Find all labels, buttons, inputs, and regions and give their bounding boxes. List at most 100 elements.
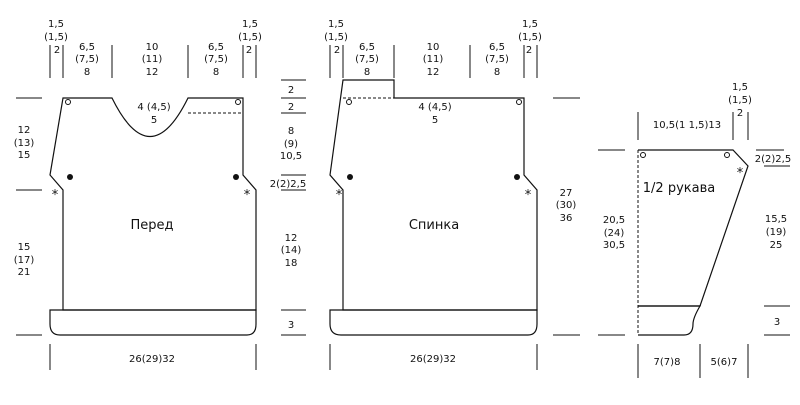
front-label: Перед bbox=[130, 218, 173, 233]
svg-text:36: 36 bbox=[560, 213, 573, 224]
back-neck-marker-right bbox=[516, 99, 522, 105]
svg-text:(7,5): (7,5) bbox=[485, 54, 509, 65]
front-top-dim-2: 6,5 (7,5) 8 bbox=[75, 42, 99, 78]
svg-text:12: 12 bbox=[18, 125, 31, 136]
middle-dim-rib: 3 bbox=[288, 320, 294, 331]
back-piece: * * Спинка 4 (4,5) 5 1,5 (1,5) 2 6,5 (7,… bbox=[324, 19, 580, 370]
svg-text:(11): (11) bbox=[142, 54, 163, 65]
front-neck-depth-2: 5 bbox=[151, 115, 157, 126]
back-top-dim-4: 6,5 (7,5) 8 bbox=[485, 42, 509, 78]
back-top-dim-ticks bbox=[329, 45, 538, 78]
svg-text:18: 18 bbox=[285, 258, 298, 269]
svg-text:10: 10 bbox=[427, 42, 440, 53]
svg-text:10,5: 10,5 bbox=[280, 151, 302, 162]
svg-text:(1,5): (1,5) bbox=[324, 32, 348, 43]
svg-text:15: 15 bbox=[18, 242, 31, 253]
front-armhole-dot-left bbox=[67, 174, 73, 180]
svg-text:15,5: 15,5 bbox=[765, 214, 787, 225]
front-star-left: * bbox=[52, 188, 59, 203]
svg-text:1,5: 1,5 bbox=[522, 19, 538, 30]
front-left-dim-ticks bbox=[16, 97, 42, 336]
svg-text:2: 2 bbox=[334, 45, 340, 56]
sleeve-right-height: 15,5 (19) 25 bbox=[765, 214, 787, 251]
svg-text:25: 25 bbox=[770, 240, 783, 251]
back-neck-marker-left bbox=[346, 99, 352, 105]
svg-text:(1,5): (1,5) bbox=[44, 32, 68, 43]
front-rib bbox=[49, 309, 257, 336]
svg-text:1,5: 1,5 bbox=[732, 82, 748, 93]
sleeve-bottom-ticks bbox=[637, 344, 749, 378]
svg-text:8: 8 bbox=[288, 126, 294, 137]
svg-text:(1,5): (1,5) bbox=[518, 32, 542, 43]
back-right-ticks bbox=[553, 97, 580, 336]
sleeve-top-small: 1,5 (1,5) 2 bbox=[728, 82, 752, 119]
svg-text:30,5: 30,5 bbox=[603, 240, 625, 251]
svg-text:27: 27 bbox=[560, 188, 573, 199]
middle-dim-top2: 2 bbox=[288, 102, 294, 113]
middle-dimensions: 2 2 8 (9) 10,5 2(2)2,5 12 (14) 18 3 bbox=[270, 79, 306, 336]
back-neck-depth-2: 5 bbox=[432, 115, 438, 126]
svg-text:2: 2 bbox=[737, 108, 743, 119]
sleeve-top-ticks bbox=[637, 112, 749, 140]
sleeve-left-height: 20,5 (24) 30,5 bbox=[603, 215, 625, 251]
back-neck-depth-1: 4 (4,5) bbox=[418, 102, 451, 113]
sleeve-top-shaping: 2(2)2,5 bbox=[755, 154, 791, 165]
back-star-right: * bbox=[525, 188, 532, 203]
front-neck-depth-1: 4 (4,5) bbox=[137, 102, 170, 113]
svg-text:(14): (14) bbox=[281, 245, 302, 256]
middle-dim-top1: 2 bbox=[288, 85, 294, 96]
svg-text:10: 10 bbox=[146, 42, 159, 53]
svg-text:(7,5): (7,5) bbox=[355, 54, 379, 65]
front-top-dim-1: 1,5 (1,5) 2 bbox=[44, 19, 68, 56]
svg-text:20,5: 20,5 bbox=[603, 215, 625, 226]
front-armhole-dot-right bbox=[233, 174, 239, 180]
svg-text:(7,5): (7,5) bbox=[75, 54, 99, 65]
svg-text:(24): (24) bbox=[604, 228, 625, 239]
back-top-dim-3: 10 (11) 12 bbox=[423, 42, 444, 78]
svg-text:21: 21 bbox=[18, 267, 31, 278]
svg-text:8: 8 bbox=[364, 67, 370, 78]
sleeve-outline bbox=[638, 149, 749, 307]
svg-text:(30): (30) bbox=[556, 200, 577, 211]
front-top-dim-3: 10 (11) 12 bbox=[142, 42, 163, 78]
front-neck-marker-right bbox=[235, 99, 241, 105]
svg-text:1,5: 1,5 bbox=[242, 19, 258, 30]
back-outline bbox=[329, 79, 538, 311]
front-top-dim-4: 6,5 (7,5) 8 bbox=[204, 42, 228, 78]
back-rib bbox=[329, 309, 538, 336]
svg-text:8: 8 bbox=[213, 67, 219, 78]
svg-text:6,5: 6,5 bbox=[79, 42, 95, 53]
front-top-dim-ticks bbox=[49, 45, 257, 78]
svg-text:(11): (11) bbox=[423, 54, 444, 65]
svg-text:12: 12 bbox=[285, 233, 298, 244]
front-star-right: * bbox=[244, 188, 251, 203]
svg-text:(19): (19) bbox=[766, 227, 787, 238]
svg-text:(9): (9) bbox=[284, 139, 298, 150]
front-left-dim-upper: 12 (13) 15 bbox=[14, 125, 35, 161]
middle-dim-armhole-shaping: 2(2)2,5 bbox=[270, 179, 306, 190]
sleeve-bottom-left: 7(7)8 bbox=[654, 357, 681, 368]
svg-text:6,5: 6,5 bbox=[489, 42, 505, 53]
front-width: 26(29)32 bbox=[129, 354, 175, 365]
sleeve-rib bbox=[638, 305, 702, 336]
svg-text:1,5: 1,5 bbox=[48, 19, 64, 30]
sleeve-top-width: 10,5(1 1,5)13 bbox=[653, 120, 721, 131]
svg-text:2: 2 bbox=[54, 45, 60, 56]
back-width: 26(29)32 bbox=[410, 354, 456, 365]
svg-text:8: 8 bbox=[84, 67, 90, 78]
front-piece: * * Перед 4 (4,5) 5 1,5 (1,5) 2 6,5 (7,5… bbox=[14, 19, 262, 370]
svg-text:6,5: 6,5 bbox=[208, 42, 224, 53]
svg-text:(1,5): (1,5) bbox=[238, 32, 262, 43]
back-top-dim-5: 1,5 (1,5) 2 bbox=[518, 19, 542, 56]
back-label: Спинка bbox=[409, 218, 459, 233]
back-top-dim-1: 1,5 (1,5) 2 bbox=[324, 19, 348, 56]
back-right-total: 27 (30) 36 bbox=[556, 188, 577, 224]
sleeve-rib-height: 3 bbox=[774, 317, 780, 328]
front-neck-marker-left bbox=[65, 99, 71, 105]
sleeve-star: * bbox=[737, 166, 744, 181]
sleeve-bottom-right: 5(6)7 bbox=[711, 357, 738, 368]
svg-text:15: 15 bbox=[18, 150, 31, 161]
front-outline bbox=[49, 97, 257, 311]
sleeve-marker-left bbox=[640, 152, 646, 158]
